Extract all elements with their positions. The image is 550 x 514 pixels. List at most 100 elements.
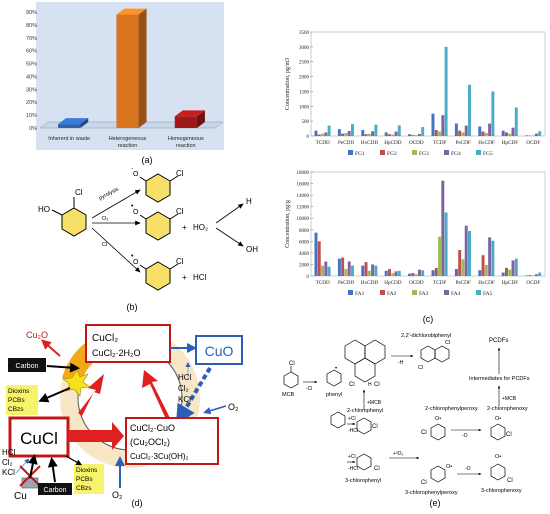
panel-d: Cu₂O Carbon CuCl₂ CuCl₂·2H₂O Dioxins PCB…: [0, 318, 275, 509]
legend-label: FG2: [387, 151, 397, 157]
hcl-label-b: HCl: [193, 273, 207, 282]
chart-a-ytick: 20%: [26, 100, 37, 106]
bar-fg3: [321, 134, 324, 136]
bar-fa5: [328, 267, 331, 276]
cl-label: Cl: [289, 361, 295, 367]
bar-fg4: [324, 132, 327, 136]
bar-fa2: [318, 241, 321, 276]
chart-a-bar: [58, 124, 80, 128]
panel-b: Cl HO pyrolysis O₂ Cl Cl O • Cl O • + HO…: [0, 168, 275, 318]
dioxins-top-2: PCBs: [8, 397, 25, 404]
bar-fg1: [455, 124, 458, 136]
bar-fa5: [351, 266, 354, 276]
bar-fa3: [438, 237, 441, 276]
bar-fg3: [508, 134, 511, 136]
category-label: HpCDD: [384, 280, 402, 286]
legend-label: FA3: [419, 291, 429, 297]
bar-fa3: [321, 266, 324, 276]
chart-a-category-label: Inherent in waste: [48, 136, 90, 142]
y-axis-label: Concentration, pg/g: [285, 200, 291, 248]
bar-fa3: [508, 270, 511, 276]
chart-a-ytick: 30%: [26, 87, 37, 93]
arrow-to-cu2o: [44, 342, 60, 356]
bar-fg3: [438, 132, 441, 136]
category-label: OCDF: [526, 280, 540, 286]
bar-fa5: [374, 266, 377, 276]
category-label: HpCDF: [502, 140, 519, 146]
carbon-top-label: Carbon: [16, 363, 39, 370]
dichlorobiphenyl-molecule: Cl Cl 2,2'-dichlorobiphenyl: [401, 333, 451, 371]
bar-fg5: [398, 125, 401, 136]
arrow-carbon-bottom: [52, 461, 55, 482]
plus-cl-1: +Cl: [348, 416, 356, 422]
ytick-label: 2000: [299, 263, 310, 268]
o2-label-b: O₂: [102, 216, 108, 222]
ytick-label: 0: [307, 275, 310, 280]
mechanism-e: Cl MCB -Cl • phenyl Cl Cl H +MCB -H: [275, 330, 550, 509]
plot-frame: [311, 32, 545, 136]
chart-a-category-label: Heterogeneous: [109, 136, 147, 142]
cl-label: Cl: [176, 257, 184, 266]
dioxins-top-1: Dioxins: [8, 388, 30, 395]
dioxins-bottom-3: CBzs: [76, 485, 92, 492]
cl-step-label: Cl: [102, 242, 107, 248]
copper-cycle-d: Cu₂O Carbon CuCl₂ CuCl₂·2H₂O Dioxins PCB…: [0, 318, 275, 509]
chart-a-ytick: 90%: [26, 10, 37, 16]
bar-fa1: [478, 270, 481, 276]
bar-fg5: [538, 131, 541, 136]
cucl-label: CuCl: [20, 429, 58, 448]
bar-fg5: [374, 125, 377, 136]
bar-fg2: [435, 130, 438, 136]
legend-label: FG1: [355, 151, 365, 157]
svg-text:O: O: [133, 259, 139, 266]
bar-fa1: [455, 269, 458, 276]
plus-1: +: [182, 223, 187, 232]
panel-b-caption: (b): [127, 302, 138, 312]
category-label: PeCDF: [455, 140, 470, 146]
bar-fa1: [315, 233, 318, 276]
chart-c-bottom: 0200040006000800010000120001400016000180…: [285, 171, 545, 297]
ytick-label: 1000: [299, 105, 310, 110]
legend-swatch: [380, 150, 385, 155]
bar-fa1: [525, 275, 528, 276]
arrow-o2-right: [206, 406, 226, 412]
chart-a-ytick: 50%: [26, 62, 37, 68]
legend-label: FA4: [451, 291, 461, 297]
bar-fg2: [388, 134, 391, 136]
bar-fa4: [512, 260, 515, 276]
hcl-right-label: HCl: [178, 373, 192, 382]
bar-fg4: [371, 131, 374, 136]
bar-fa1: [408, 274, 411, 276]
minus-h-label: -H: [398, 360, 404, 366]
category-label: PeCDD: [338, 280, 354, 286]
cu-label: Cu: [14, 491, 27, 502]
plus-mcb-label: +MCB: [367, 400, 382, 406]
bar-fg2: [482, 132, 485, 136]
arrow-to-dioxins-bottom: [66, 456, 80, 464]
cl-label: Cl: [421, 480, 427, 486]
bar-fa3: [415, 274, 418, 276]
bar-fg2: [365, 134, 368, 136]
plus-mcb-right-label: +MCB: [502, 396, 517, 402]
chlorophenylperoxy-2: 2-chlorophenylperoxy O• Cl: [421, 406, 478, 440]
category-label: HxCDD: [361, 140, 379, 146]
y-axis-label: Concentration, pg/m3: [285, 58, 291, 110]
legend-swatch: [476, 150, 481, 155]
cl-label: Cl: [506, 432, 512, 438]
panel-e-caption: (e): [430, 498, 441, 508]
bar-fg1: [338, 129, 341, 136]
bar-fa1: [502, 273, 505, 276]
bar-fg1: [385, 132, 388, 136]
benzene-lower: [331, 412, 345, 428]
bar-fa3: [344, 269, 347, 276]
bar-fg3: [485, 133, 488, 136]
chart-a: 0%10%20%30%40%50%60%70%80%90% Inherent i…: [0, 0, 275, 168]
bar-fg5: [491, 91, 494, 136]
ytick-label: 4000: [299, 252, 310, 257]
legend-label: FA2: [387, 291, 397, 297]
bar-fa5: [515, 259, 518, 276]
mcb-label: MCB: [282, 392, 295, 398]
legend-swatch: [380, 290, 385, 295]
o2-right-label: O₂: [228, 402, 239, 412]
chart-a-bar-side: [139, 9, 147, 128]
